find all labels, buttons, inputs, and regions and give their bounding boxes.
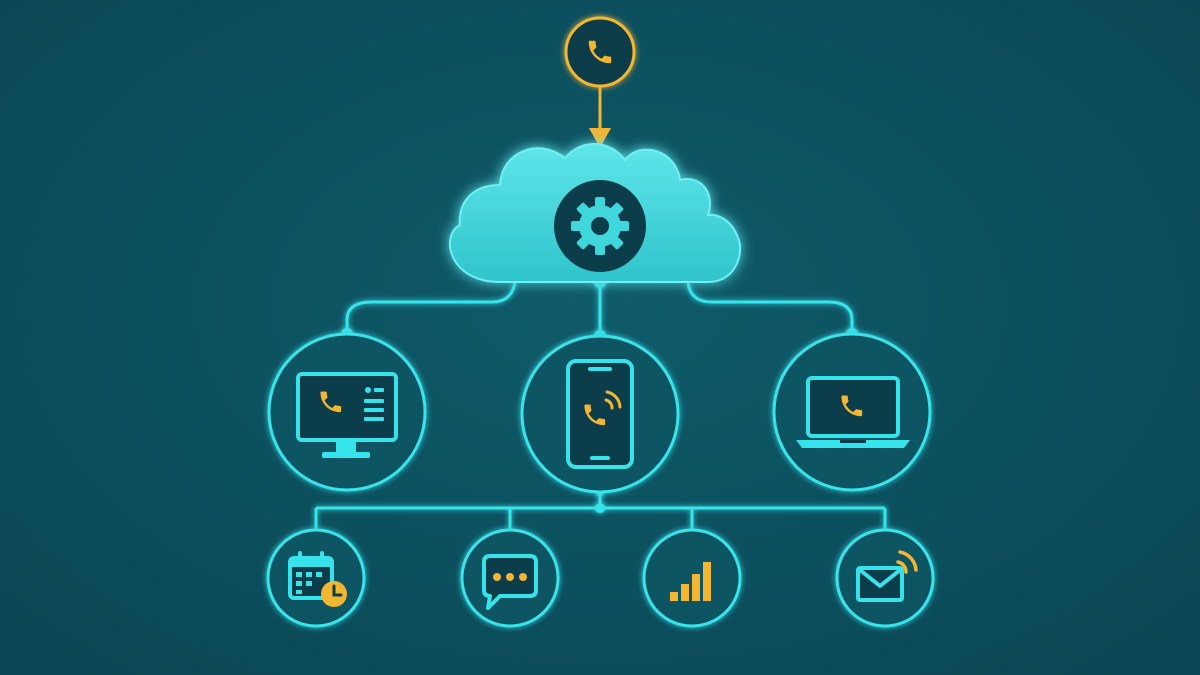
- feature-circles: [266, 528, 935, 628]
- smartphone-ringing-icon: [566, 359, 634, 469]
- laptop-phone-icon: [796, 376, 910, 448]
- desktop-monitor-phone-icon: [296, 372, 398, 458]
- envelope-signal-icon: [856, 550, 918, 602]
- arrow-head: [589, 128, 611, 148]
- connector-cloud-laptop: [686, 281, 854, 334]
- hub-gear-node: [554, 180, 646, 272]
- connector-cloud-desktop: [345, 281, 517, 334]
- incoming-call-node: [564, 16, 636, 148]
- bar-chart-icon: [670, 562, 711, 601]
- phone-icon: [588, 40, 612, 64]
- chat-bubble-icon: [482, 554, 538, 610]
- junction-dot: [595, 503, 605, 513]
- calendar-clock-icon: [288, 551, 347, 607]
- gear-icon: [571, 197, 629, 255]
